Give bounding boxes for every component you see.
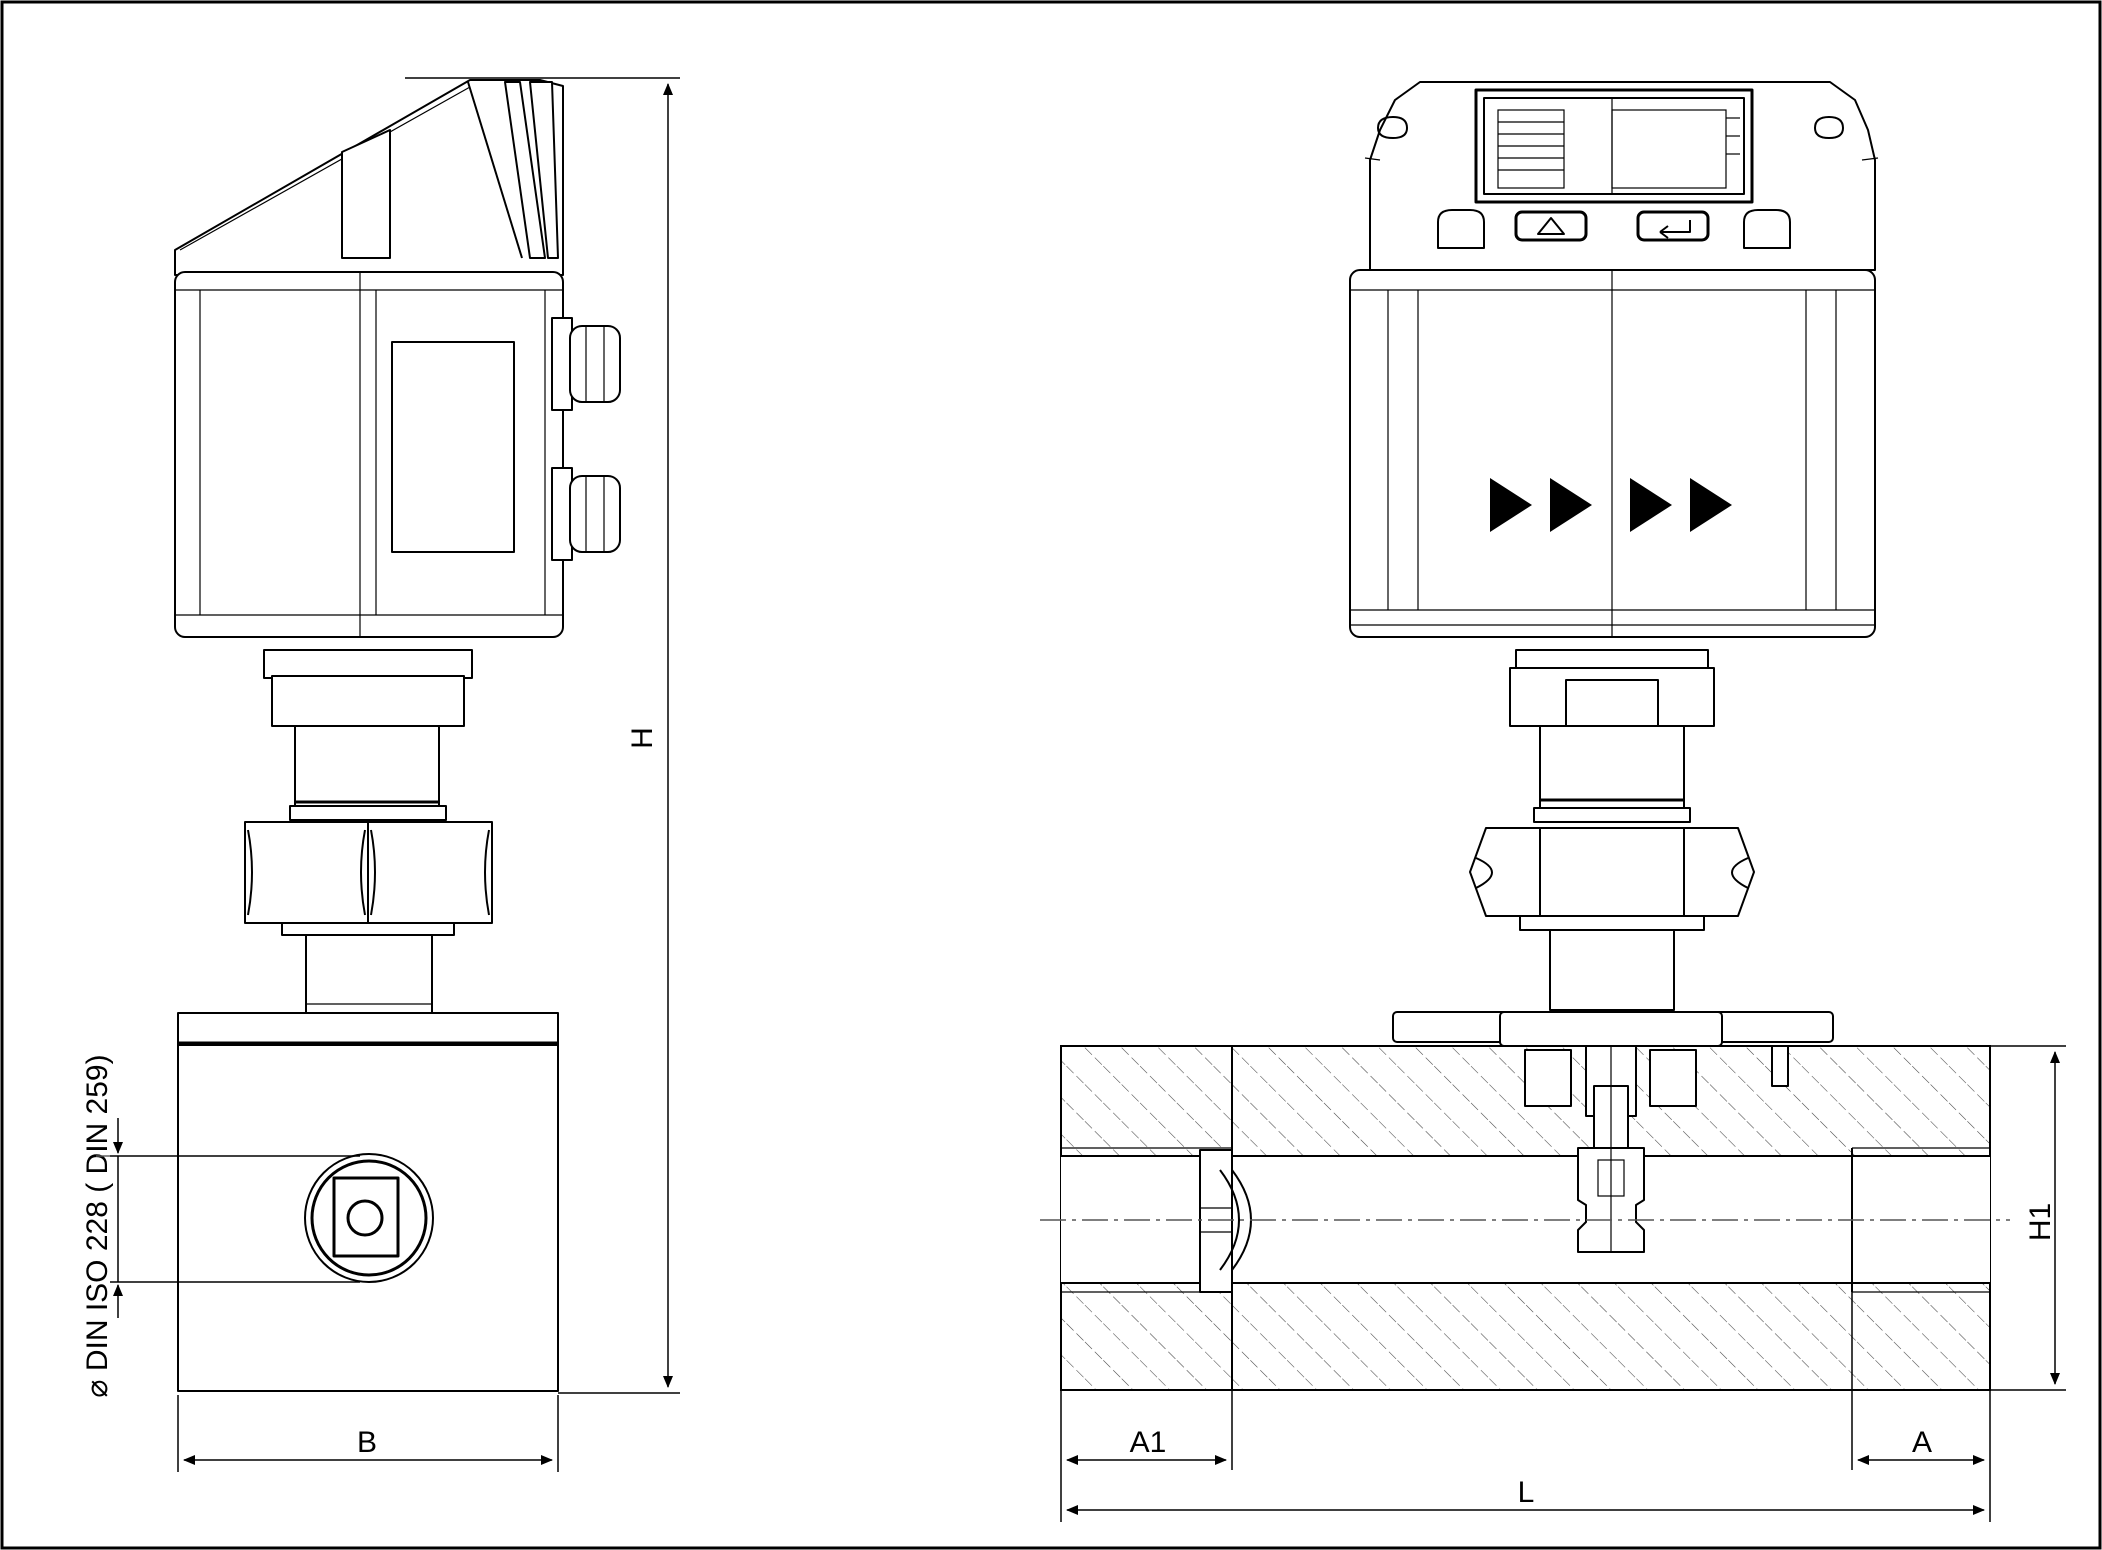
front-view xyxy=(96,81,2010,1391)
label-a: A xyxy=(1912,1426,1932,1459)
display-window xyxy=(1474,88,1754,204)
label-a1: A1 xyxy=(1130,1426,1167,1459)
connector-lower xyxy=(551,467,621,561)
connector-upper xyxy=(551,317,621,411)
enter-button[interactable] xyxy=(1636,210,1710,242)
flow-arrows-icon xyxy=(1490,478,1732,532)
wall-section-bottom xyxy=(1060,1282,1991,1391)
dimension-thread-depth-right: A xyxy=(1851,1292,1985,1470)
side-view xyxy=(174,79,621,1392)
label-thread: ⌀ DIN ISO 228 ( DIN 259) xyxy=(81,1054,114,1397)
label-h1: H1 xyxy=(2024,1203,2057,1241)
label-h: H xyxy=(626,727,659,749)
dimension-height: H xyxy=(405,77,680,1394)
up-arrow-icon xyxy=(1537,217,1565,235)
up-button[interactable] xyxy=(1514,210,1588,242)
dimension-thread: ⌀ DIN ISO 228 ( DIN 259) xyxy=(81,1054,360,1398)
label-l: L xyxy=(1518,1476,1535,1509)
enter-icon xyxy=(1659,220,1691,239)
dimension-width: B xyxy=(177,1395,559,1472)
sensor-probe xyxy=(1524,1045,1789,1253)
dimension-thread-depth-left: A1 xyxy=(1066,1390,1233,1470)
side-label-window xyxy=(391,341,515,553)
label-b: B xyxy=(357,1426,377,1459)
dimension-length: L xyxy=(1060,1390,1991,1522)
dimension-body-height: H1 xyxy=(1990,1045,2066,1391)
